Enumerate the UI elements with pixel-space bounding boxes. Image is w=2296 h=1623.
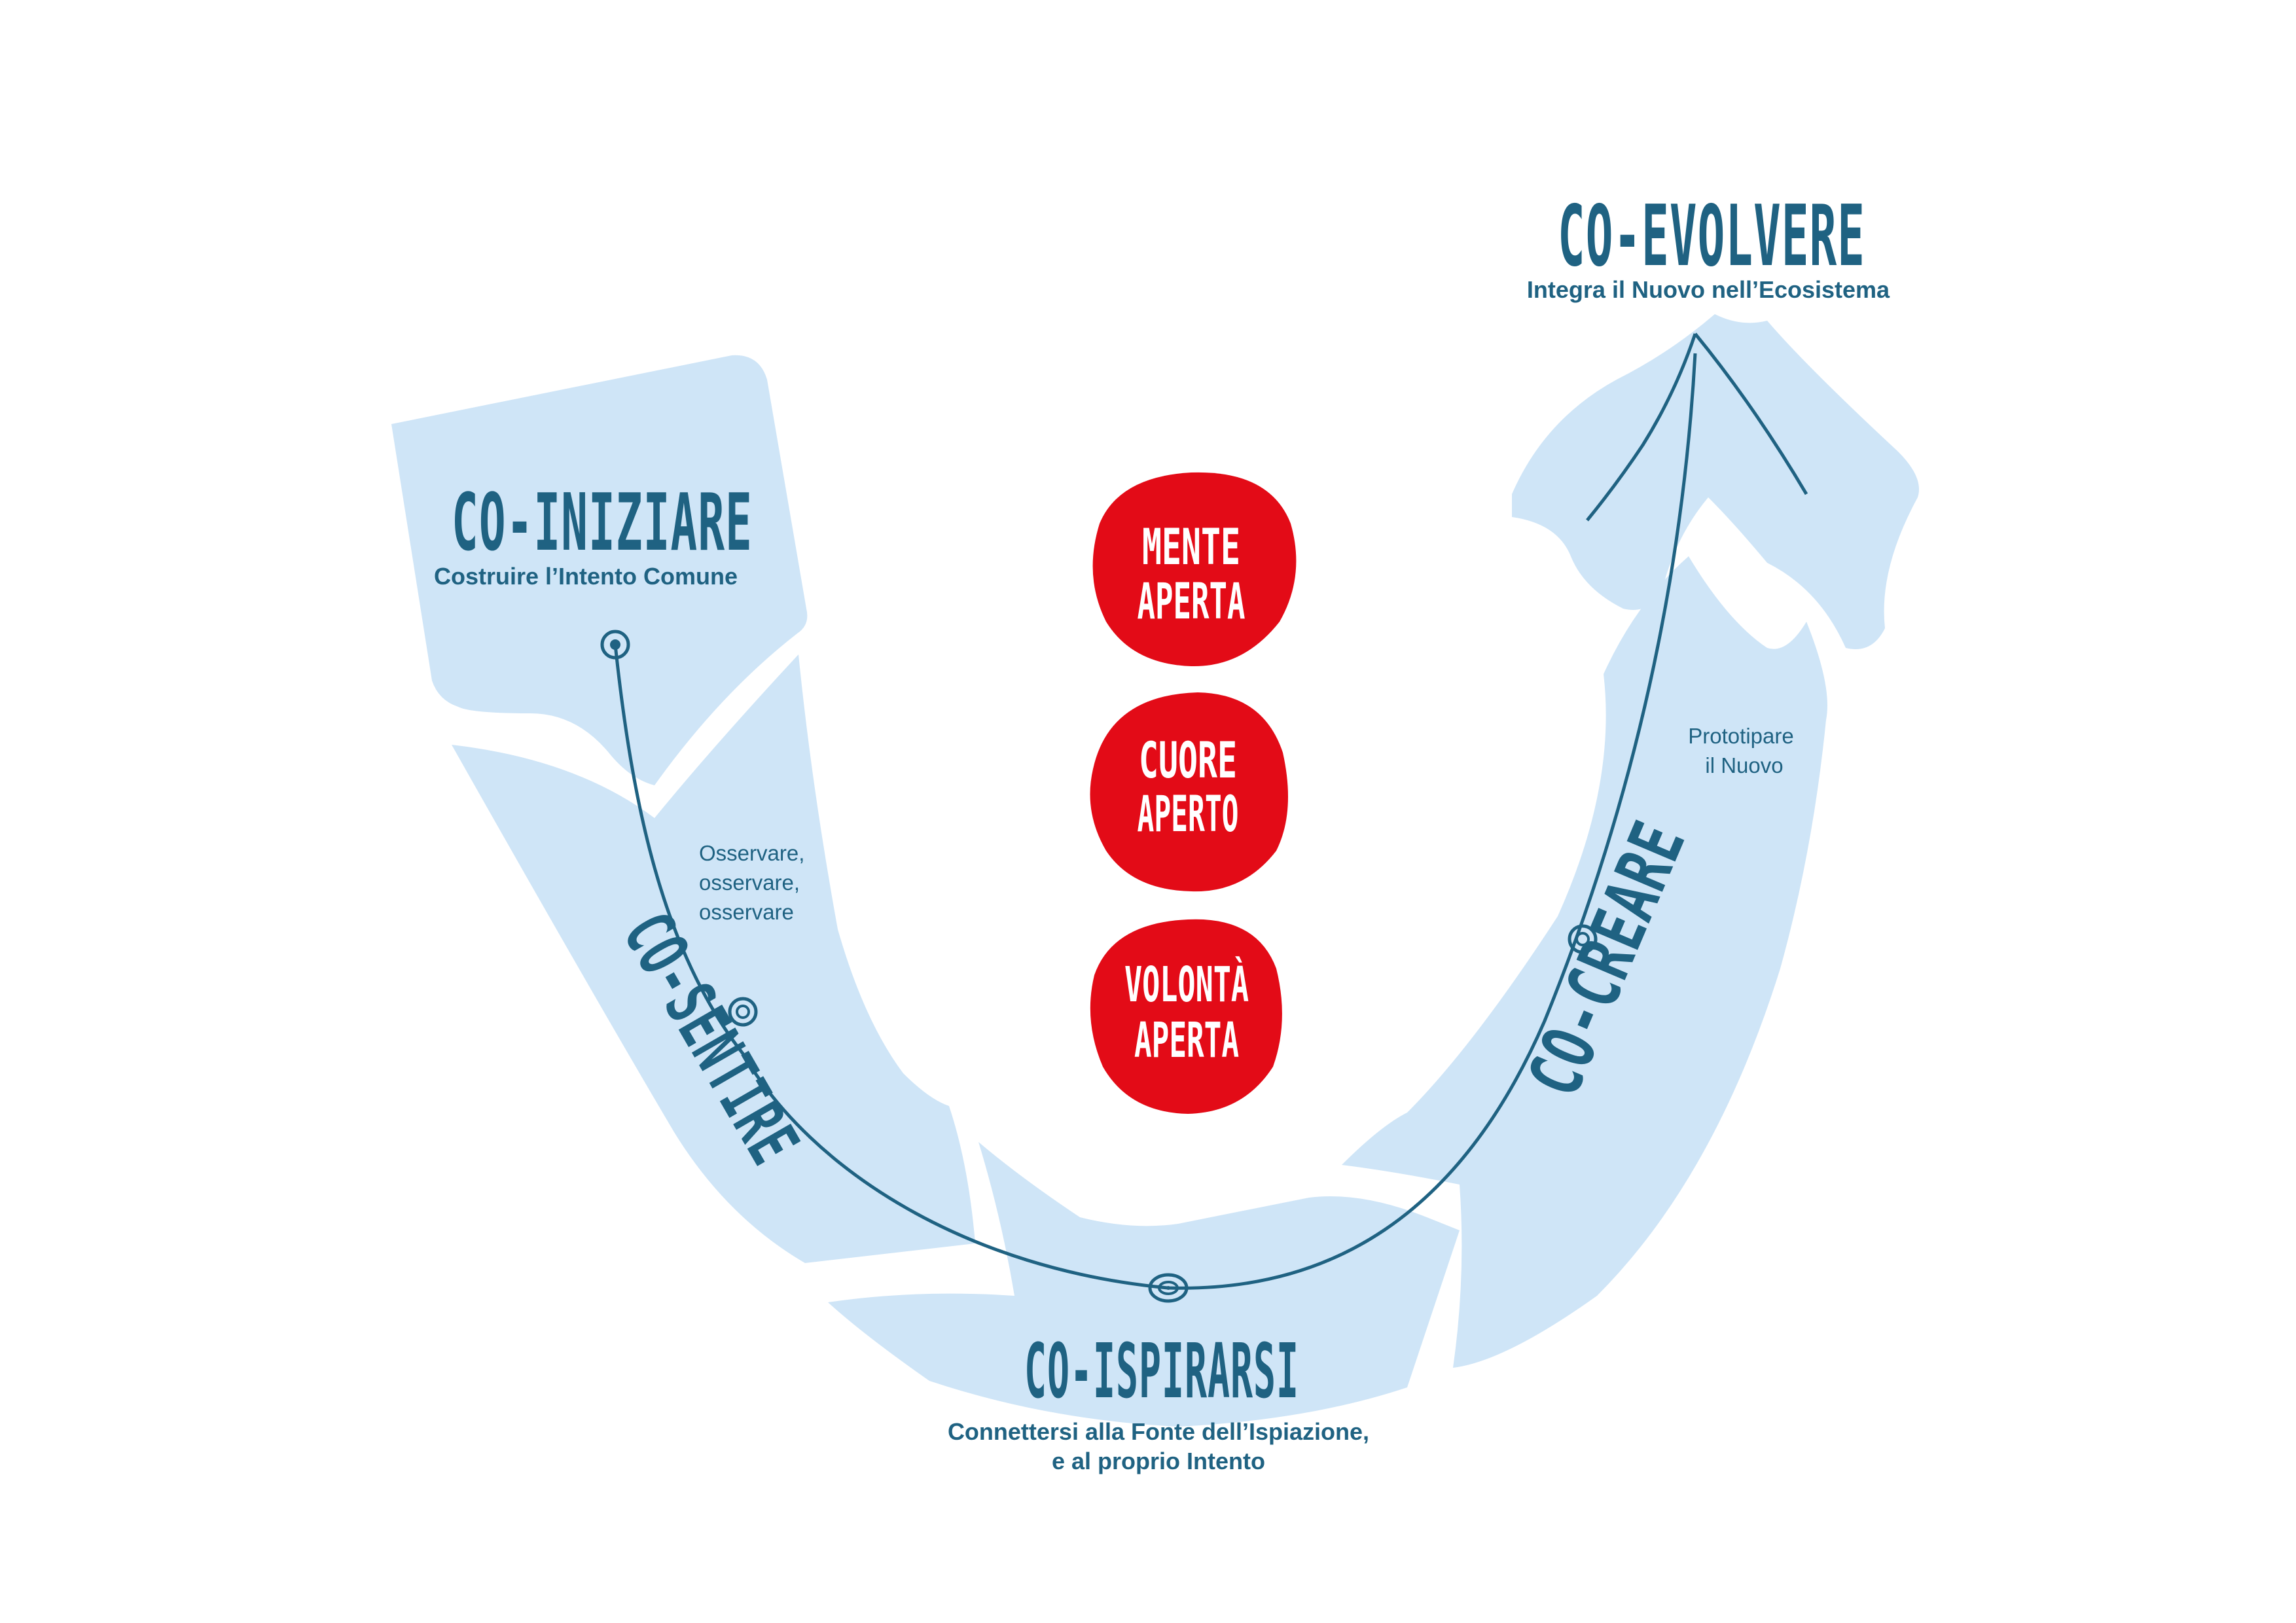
stage-title-co-iniziare: CO-INIZIARE <box>452 478 753 569</box>
stage-title-co-evolvere: CO-EVOLVERE <box>1558 188 1865 285</box>
principle-mente-aperta-line2: APERTA <box>1138 572 1246 630</box>
arrow-head-icon <box>1586 332 1808 522</box>
ribbon-panel-co-evolvere <box>1512 314 1919 649</box>
principle-volonta-aperta-line2: APERTA <box>1134 1012 1239 1069</box>
stage-subtitle-co-iniziare: Costruire l’Intento Comune <box>434 563 738 590</box>
ribbon-panel-co-sentire <box>452 654 975 1263</box>
spiral-marker-co-sentire-icon <box>728 997 758 1027</box>
spiral-marker-co-creare-icon <box>1568 924 1598 954</box>
spiral-marker-co-ispirarsi-icon <box>1148 1273 1189 1303</box>
stage-note-co-sentire-line1: Osservare, <box>699 841 804 865</box>
stage-title-co-ispirarsi: CO-ISPIRARSI <box>1024 1328 1299 1416</box>
journey-curve <box>613 353 1697 1290</box>
ribbon-panel-co-creare <box>1342 556 1827 1368</box>
ribbon-group <box>391 314 1919 1427</box>
principle-blob-cuore-aperto: CUORE APERTO <box>1090 692 1288 892</box>
stage-note-co-sentire-line3: osservare <box>699 900 794 924</box>
principle-cuore-aperto-line1: CUORE <box>1139 731 1237 789</box>
stage-subtitle-co-ispirarsi-line1: Connettersi alla Fonte dell’Ispiazione, <box>948 1418 1369 1445</box>
principle-blob-mente-aperta: MENTE APERTA <box>1092 472 1297 667</box>
principle-mente-aperta-line1: MENTE <box>1142 518 1240 576</box>
principle-blob-volonta-aperta: VOLONTÀ APERTA <box>1090 919 1282 1114</box>
stage-note-co-sentire-line2: osservare, <box>699 870 800 895</box>
stage-subtitle-co-evolvere: Integra il Nuovo nell’Ecosistema <box>1527 276 1890 303</box>
principle-volonta-aperta-line1: VOLONTÀ <box>1124 955 1249 1013</box>
principle-cuore-aperto-line2: APERTO <box>1138 785 1239 843</box>
stage-subtitle-co-ispirarsi-line2: e al proprio Intento <box>1052 1448 1265 1474</box>
spiral-marker-start-icon <box>600 630 630 660</box>
stage-note-co-creare-line2: il Nuovo <box>1705 753 1783 777</box>
ribbon-panel-co-iniziare <box>391 355 808 785</box>
stage-note-co-creare-line1: Prototipare <box>1688 724 1793 748</box>
